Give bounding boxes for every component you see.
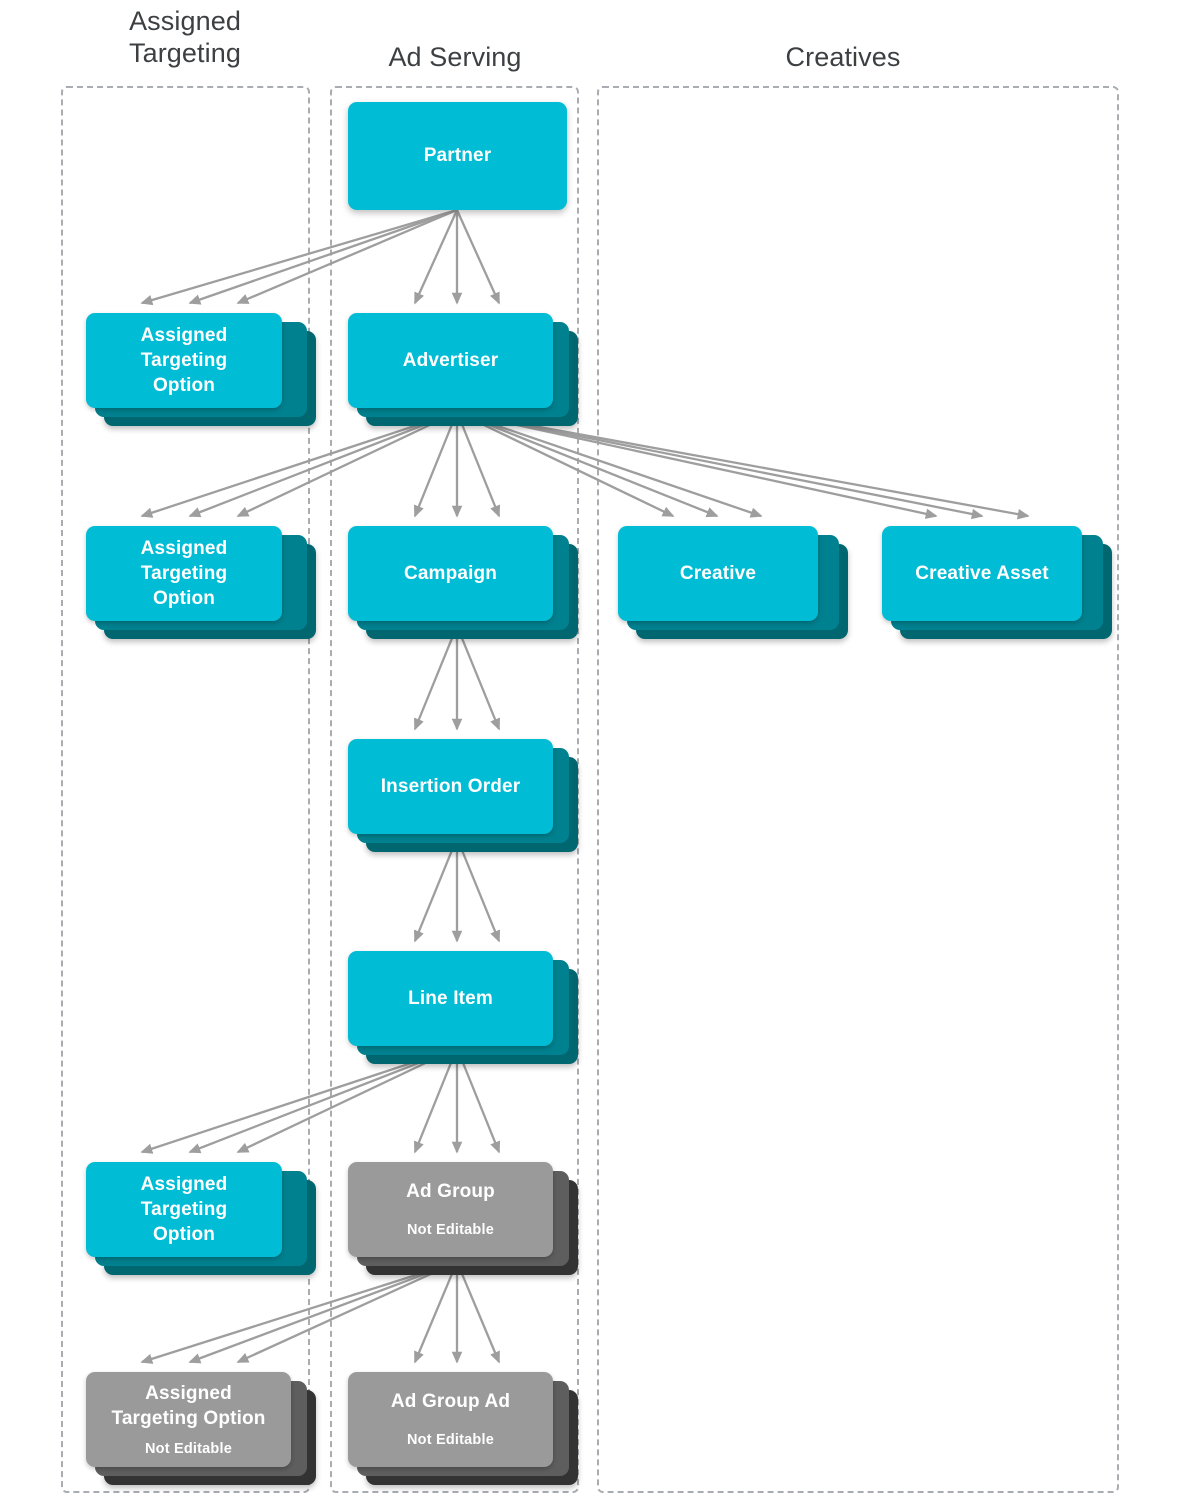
node-partner-face: Partner — [348, 102, 567, 210]
node-campaign[interactable]: Campaign — [348, 526, 578, 639]
group-container-ad-serving — [330, 86, 579, 1493]
node-creative[interactable]: Creative — [618, 526, 848, 639]
column-header-assigned-targeting: Assigned Targeting — [60, 6, 310, 70]
node-label: Advertiser — [402, 349, 499, 371]
node-partner[interactable]: Partner — [348, 102, 567, 210]
node-not-editable-badge: Not Editable — [407, 1432, 494, 1449]
node-label: Ad Group — [406, 1181, 495, 1203]
column-header-line-2: Targeting — [129, 37, 241, 68]
node-face: Advertiser — [348, 313, 553, 408]
node-face: Ad Group Not Editable — [348, 1162, 553, 1257]
node-label: Line Item — [408, 987, 493, 1009]
node-label: Campaign — [403, 562, 498, 584]
node-ad-group-ad[interactable]: Ad Group Ad Not Editable — [348, 1372, 578, 1485]
node-label: Creative Asset — [915, 562, 1049, 584]
node-partner-label: Partner — [423, 145, 492, 167]
node-face: Creative Asset — [882, 526, 1082, 621]
group-container-assigned-targeting — [61, 86, 310, 1493]
column-header-creatives: Creatives — [785, 42, 901, 72]
node-label: Ad Group Ad — [390, 1391, 511, 1413]
column-header-ad-serving: Ad Serving — [388, 42, 522, 72]
node-line-item[interactable]: Line Item — [348, 951, 578, 1064]
node-face: Line Item — [348, 951, 553, 1046]
node-advertiser[interactable]: Advertiser — [348, 313, 578, 426]
node-not-editable-badge: Not Editable — [407, 1222, 494, 1239]
node-not-editable-badge: Not Editable — [145, 1440, 232, 1457]
node-face: Campaign — [348, 526, 553, 621]
node-label: Creative — [679, 562, 757, 584]
group-container-creatives — [597, 86, 1119, 1493]
node-insertion-order[interactable]: Insertion Order — [348, 739, 578, 852]
node-face: Insertion Order — [348, 739, 553, 834]
node-face: Creative — [618, 526, 818, 621]
column-header-line-1: Assigned — [129, 6, 241, 36]
node-label: Insertion Order — [380, 775, 521, 797]
node-face: Ad Group Ad Not Editable — [348, 1372, 553, 1467]
node-creative-asset[interactable]: Creative Asset — [882, 526, 1112, 639]
node-ad-group[interactable]: Ad Group Not Editable — [348, 1162, 578, 1275]
